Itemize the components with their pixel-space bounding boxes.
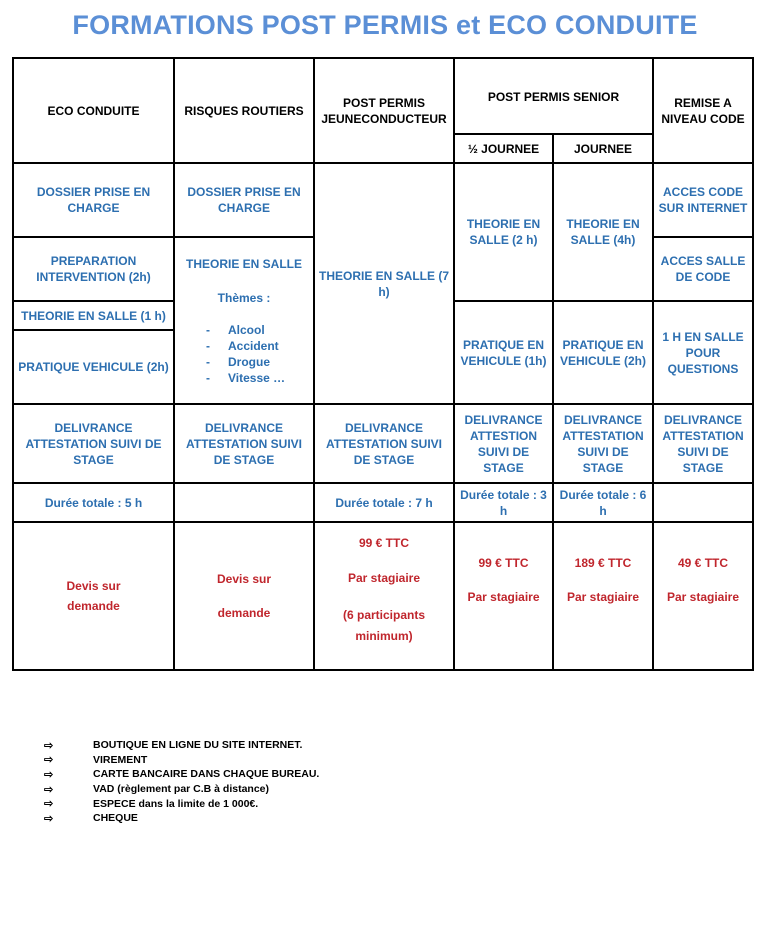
remise-duree-cell	[652, 482, 755, 523]
arrow-right-icon: ⇨	[44, 783, 54, 796]
eco-delivrance-cell: DELIVRANCE ATTESTATION SUIVI DE STAGE	[12, 403, 175, 484]
price-text: Devis sur	[66, 579, 121, 593]
eco-pratique-cell: PRATIQUE VEHICULE (2h)	[12, 329, 175, 405]
price-text: demande	[67, 599, 120, 613]
price-unit: Par stagiaire	[566, 590, 640, 604]
risques-themes-list: -Alcool -Accident -Drogue -Vitesse …	[178, 322, 310, 386]
list-item: ⇨BOUTIQUE EN LIGNE DU SITE INTERNET.	[44, 739, 303, 752]
jeune-theorie-cell: THEORIE EN SALLE (7 h)	[313, 162, 455, 405]
senior-half-theorie-cell: THEORIE EN SALLE (2 h)	[453, 162, 554, 302]
price-amount: 189 € TTC	[574, 556, 632, 570]
risques-price-cell: Devis sur demande	[173, 521, 315, 671]
eco-dossier-cell: DOSSIER PRISE EN CHARGE	[12, 162, 175, 238]
price-amount: 49 € TTC	[678, 556, 729, 570]
remise-acces-salle-cell: ACCES SALLE DE CODE	[652, 236, 755, 302]
senior-half-pratique-cell: PRATIQUE EN VEHICULE (1h)	[453, 300, 554, 405]
jeune-price-cell: 99 € TTC Par stagiaire (6 participants m…	[313, 521, 455, 671]
list-item: -Accident	[206, 338, 279, 353]
senior-full-pratique-cell: PRATIQUE EN VEHICULE (2h)	[551, 300, 655, 405]
risques-duree-cell	[173, 482, 315, 523]
price-unit: Par stagiaire	[666, 590, 740, 604]
header-senior-full-day: JOURNEE	[551, 133, 655, 164]
price-text: Devis sur	[216, 572, 272, 586]
price-note: (6 participants minimum)	[342, 608, 426, 643]
arrow-right-icon: ⇨	[44, 739, 54, 752]
header-risques-routiers: RISQUES ROUTIERS	[173, 57, 315, 164]
senior-half-duree-cell: Durée totale : 3 h	[453, 482, 554, 523]
price-unit: Par stagiaire	[347, 571, 421, 585]
senior-full-duree-cell: Durée totale : 6 h	[551, 482, 655, 523]
header-remise-niveau-code: REMISE A NIVEAU CODE	[652, 57, 755, 164]
eco-theorie-cell: THEORIE EN SALLE (1 h)	[12, 300, 175, 331]
price-amount: 99 € TTC	[478, 556, 529, 570]
risques-delivrance-cell: DELIVRANCE ATTESTATION SUIVI DE STAGE	[173, 403, 315, 484]
formations-table: ECO CONDUITE RISQUES ROUTIERS POST PERMI…	[12, 57, 755, 671]
page-title: FORMATIONS POST PERMIS et ECO CONDUITE	[72, 10, 698, 40]
price-amount: 99 € TTC	[358, 536, 409, 550]
payment-methods-list: ⇨BOUTIQUE EN LIGNE DU SITE INTERNET. ⇨VI…	[44, 738, 644, 826]
header-post-permis-senior: POST PERMIS SENIOR	[452, 57, 655, 135]
risques-theorie-cell: THEORIE EN SALLE Thèmes : -Alcool -Accid…	[173, 236, 315, 405]
eco-price-cell: Devis sur demande	[12, 521, 175, 671]
risques-theorie-label: THEORIE EN SALLE	[185, 256, 302, 271]
list-item: -Alcool	[206, 322, 265, 337]
arrow-right-icon: ⇨	[44, 812, 54, 825]
senior-half-delivrance-cell: DELIVRANCE ATTESTION SUIVI DE STAGE	[453, 403, 554, 484]
list-item: -Vitesse …	[206, 370, 286, 385]
risques-themes-label: Thèmes :	[217, 290, 271, 305]
senior-full-delivrance-cell: DELIVRANCE ATTESTATION SUIVI DE STAGE	[551, 403, 655, 484]
list-item: ⇨CHEQUE	[44, 812, 138, 825]
list-item: ⇨VAD (règlement par C.B à distance)	[44, 783, 270, 796]
price-text: demande	[217, 606, 271, 620]
header-post-permis-jeune: POST PERMIS JEUNECONDUCTEUR	[313, 57, 455, 164]
remise-price-cell: 49 € TTC Par stagiaire	[652, 521, 755, 671]
list-item: ⇨VIREMENT	[44, 753, 148, 767]
price-unit: Par stagiaire	[467, 590, 540, 604]
risques-dossier-cell: DOSSIER PRISE EN CHARGE	[173, 162, 315, 238]
list-item: -Drogue	[206, 354, 270, 369]
eco-preparation-cell: PREPARATION INTERVENTION (2h)	[12, 236, 175, 302]
remise-questions-cell: 1 H EN SALLE POUR QUESTIONS	[652, 300, 755, 405]
list-item: ⇨CARTE BANCAIRE DANS CHAQUE BUREAU.	[44, 768, 320, 781]
remise-acces-internet-cell: ACCES CODE SUR INTERNET	[652, 162, 755, 238]
senior-full-price-cell: 189 € TTC Par stagiaire	[551, 521, 655, 671]
remise-delivrance-cell: DELIVRANCE ATTESTATION SUIVI DE STAGE	[652, 403, 755, 484]
senior-full-theorie-cell: THEORIE EN SALLE (4h)	[551, 162, 655, 302]
eco-duree-cell: Durée totale : 5 h	[12, 482, 175, 523]
jeune-delivrance-cell: DELIVRANCE ATTESTATION SUIVI DE STAGE	[313, 403, 455, 484]
senior-half-price-cell: 99 € TTC Par stagiaire	[453, 521, 554, 671]
arrow-right-icon: ⇨	[44, 768, 54, 781]
list-item: ⇨ESPECE dans la limite de 1 000€.	[44, 797, 259, 811]
arrow-right-icon: ⇨	[44, 798, 54, 811]
header-senior-half-day: ½ JOURNEE	[453, 133, 554, 164]
jeune-duree-cell: Durée totale : 7 h	[313, 482, 455, 523]
arrow-right-icon: ⇨	[44, 754, 54, 767]
header-eco-conduite: ECO CONDUITE	[12, 57, 175, 164]
